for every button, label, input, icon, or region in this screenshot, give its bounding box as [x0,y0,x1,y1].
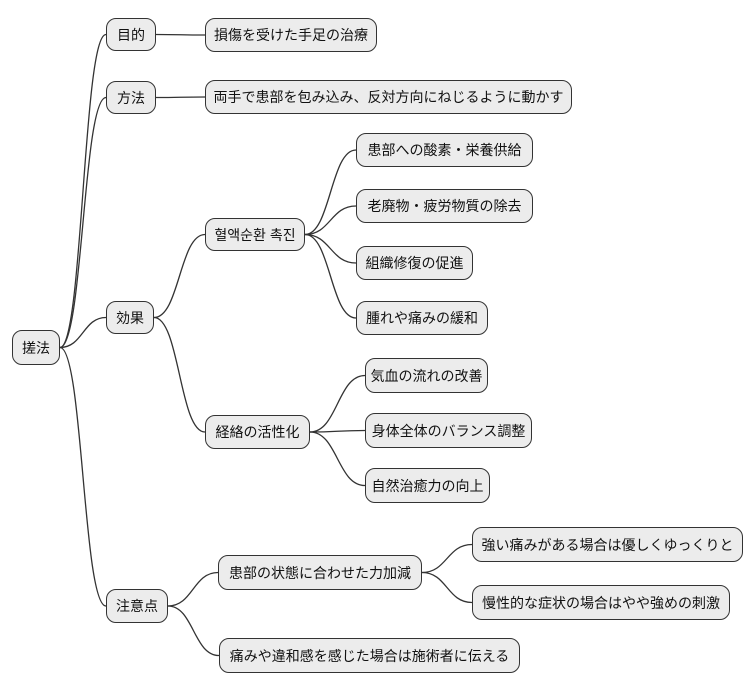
node-meridian-activation: 経絡の活性化 [205,415,310,449]
edge-effects-blood-circulation [153,233,206,319]
edge-root-cautions [59,346,107,607]
edge-effects-meridian [153,316,206,433]
node-purpose-detail: 損傷を受けた手足の治療 [205,18,377,52]
edge-root-purpose [59,33,107,349]
node-waste-removal: 老廃物・疲労物質の除去 [356,189,533,223]
node-oxygen-supply: 患部への酸素・栄養供給 [356,133,533,167]
node-strong-pain: 強い痛みがある場合は優しくゆっくりと [472,527,743,562]
edge-meridian-balance [309,429,366,433]
edge-cautions-pressure [167,571,219,607]
edge-method-detail [155,96,206,99]
edge-cautions-report [167,605,220,657]
node-blood-circulation: 혈액순환 촉진 [205,218,305,251]
node-qi-blood-flow: 気血の流れの改善 [365,358,488,393]
node-tissue-repair: 組織修復の促進 [356,246,473,280]
edge-blood-tissue [304,233,357,264]
edge-meridian-qiblood [309,374,366,433]
node-swelling-relief: 腫れや痛みの緩和 [356,301,488,335]
edge-purpose-detail [155,33,206,36]
node-report-discomfort: 痛みや違和感を感じた場合は施術者に伝える [219,638,520,673]
node-purpose: 目的 [106,18,156,51]
edge-blood-waste [304,205,357,236]
node-healing-power: 自然治癒力の向上 [365,468,490,503]
edge-blood-swelling [304,233,357,319]
node-method: 方法 [106,81,156,114]
node-method-detail: 両手で患部を包み込み、反対方向にねじるように動かす [205,80,572,114]
edge-root-method [59,96,107,349]
node-cautions: 注意点 [106,589,168,623]
edge-pressure-chronic [421,571,473,604]
node-effects: 効果 [106,301,154,334]
node-body-balance: 身体全体のバランス調整 [365,413,532,448]
edge-blood-oxygen [304,149,357,236]
node-pressure-adjustment: 患部の状態に合わせた力加減 [218,555,422,590]
root-node: 搓法 [12,330,60,365]
node-chronic-symptoms: 慢性的な症状の場合はやや強めの刺激 [472,585,730,620]
edge-pressure-strongpain [421,543,473,574]
edge-root-effects [59,316,107,349]
edge-meridian-healing [309,431,366,487]
